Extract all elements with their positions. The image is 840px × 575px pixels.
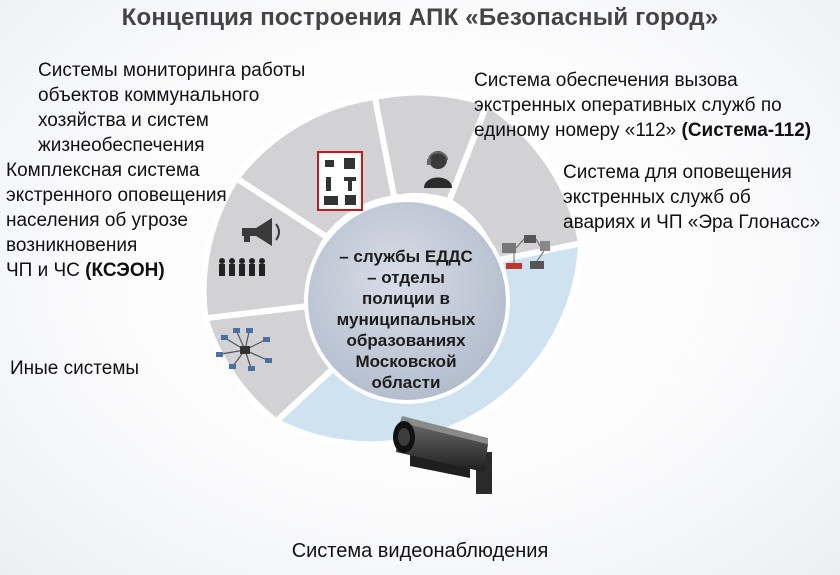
- label-line: экстренного оповещения: [6, 185, 227, 206]
- label-other-systems: Иные системы: [10, 356, 139, 381]
- label-line: Система обеспечения вызова: [474, 70, 738, 91]
- center-line: полиции в: [361, 289, 450, 308]
- utilities-icon: [317, 151, 363, 211]
- center-circle: [304, 198, 510, 404]
- label-text: единому номеру «112»: [474, 120, 682, 141]
- diagram-title: Концепция построения АПК «Безопасный гор…: [121, 4, 719, 31]
- label-line: Иные системы: [10, 358, 140, 379]
- center-line: – службы ЕДДС: [339, 247, 473, 266]
- center-text-block: – службы ЕДДС – отделы полиции в муницип…: [318, 246, 494, 393]
- glonass-devices-icon: [502, 235, 550, 269]
- label-system-112: Система обеспечения вызова экстренных оп…: [474, 68, 811, 143]
- label-line: Комплексная система: [6, 160, 200, 181]
- center-line: области: [371, 373, 441, 392]
- label-bold-text: (Система-112): [681, 120, 812, 141]
- label-line: Система для оповещения: [563, 162, 792, 183]
- operator-icon: [424, 151, 452, 188]
- people-icon: [219, 258, 265, 276]
- label-line: хозяйства и систем: [38, 110, 209, 131]
- center-line: Московской: [355, 352, 457, 371]
- label-line: населения об угрозе: [6, 210, 188, 231]
- label-line: объектов коммунального: [38, 85, 260, 106]
- label-line: экстренных оперативных служб по: [474, 95, 782, 116]
- label-monitoring: Системы мониторинга работы объектов комм…: [38, 58, 305, 158]
- label-text: ЧП и ЧС: [6, 260, 86, 281]
- label-bold-text: (КСЭОН): [85, 260, 165, 281]
- label-line: единому номеру «112» (Система-112): [474, 118, 811, 143]
- label-line: авариях и ЧП «Эра Глонасс»: [563, 212, 821, 233]
- label-era-glonass: Система для оповещения экстренных служб …: [563, 160, 820, 235]
- loudspeaker-icon: [242, 218, 280, 246]
- segment-glonass: [445, 99, 585, 265]
- label-line: ЧП и ЧС (КСЭОН): [6, 258, 227, 283]
- camera-icon: [393, 416, 492, 494]
- label-line: жизнеобеспечения: [38, 135, 205, 156]
- network-hub-icon: [216, 328, 272, 371]
- label-line: Системы мониторинга работы: [38, 60, 306, 81]
- label-video-surveillance: Система видеонаблюдения: [291, 540, 549, 562]
- center-line: – отделы: [367, 268, 445, 287]
- label-line: экстренных служб об: [563, 187, 751, 208]
- label-line: возникновения: [6, 235, 138, 256]
- center-line: образованиях: [346, 331, 466, 350]
- label-kseon: Комплексная система экстренного оповещен…: [6, 158, 227, 283]
- center-line: муниципальных: [336, 310, 476, 329]
